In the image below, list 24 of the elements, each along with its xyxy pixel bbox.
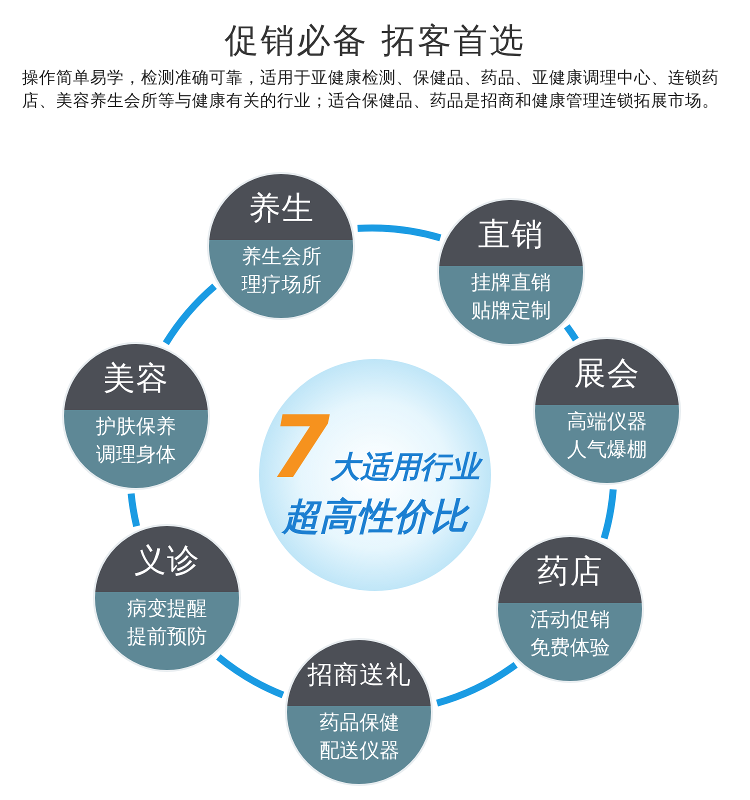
circle-title: 展会	[574, 353, 640, 394]
circle-title: 义诊	[134, 540, 200, 582]
circle-text: 护肤保养调理身体	[95, 412, 178, 468]
circle-text: 养生会所理疗场所	[240, 242, 322, 298]
ring-arc	[436, 662, 518, 706]
ring-arc	[216, 654, 284, 698]
circle-text: 药品保健配送仪器	[318, 708, 400, 764]
subheadline: 超高性价比	[282, 492, 468, 542]
description-paragraph: 操作简单易学，检测准确可靠，适用于亚健康检测、保健品、药品、亚健康调理中心、连锁药店、美容养生会所等与健康有关的行业；适合保健品、药品是招商和健康管理连锁拓展市场。	[22, 67, 720, 112]
ring-arc	[358, 224, 442, 242]
circle-text: 挂牌直销贴牌定制	[470, 268, 552, 324]
circle-title: 养生	[248, 188, 314, 229]
circle-title: 药店	[537, 550, 604, 592]
circle-title: 招商送礼	[307, 659, 412, 692]
title: 促销必备 拓客首选	[224, 20, 526, 63]
circle-title: 直销	[478, 214, 544, 255]
circle-text: 高端仪器人气爆棚	[566, 408, 648, 464]
ring-arc	[128, 493, 140, 527]
ring-arc	[600, 489, 617, 540]
circle-title: 美容	[103, 358, 170, 399]
circle-text: 活动促销免费体验	[529, 606, 612, 661]
circle-text: 病变提醒提前预防	[126, 595, 208, 650]
ring-arc	[564, 324, 579, 342]
ring-arc	[162, 284, 217, 346]
